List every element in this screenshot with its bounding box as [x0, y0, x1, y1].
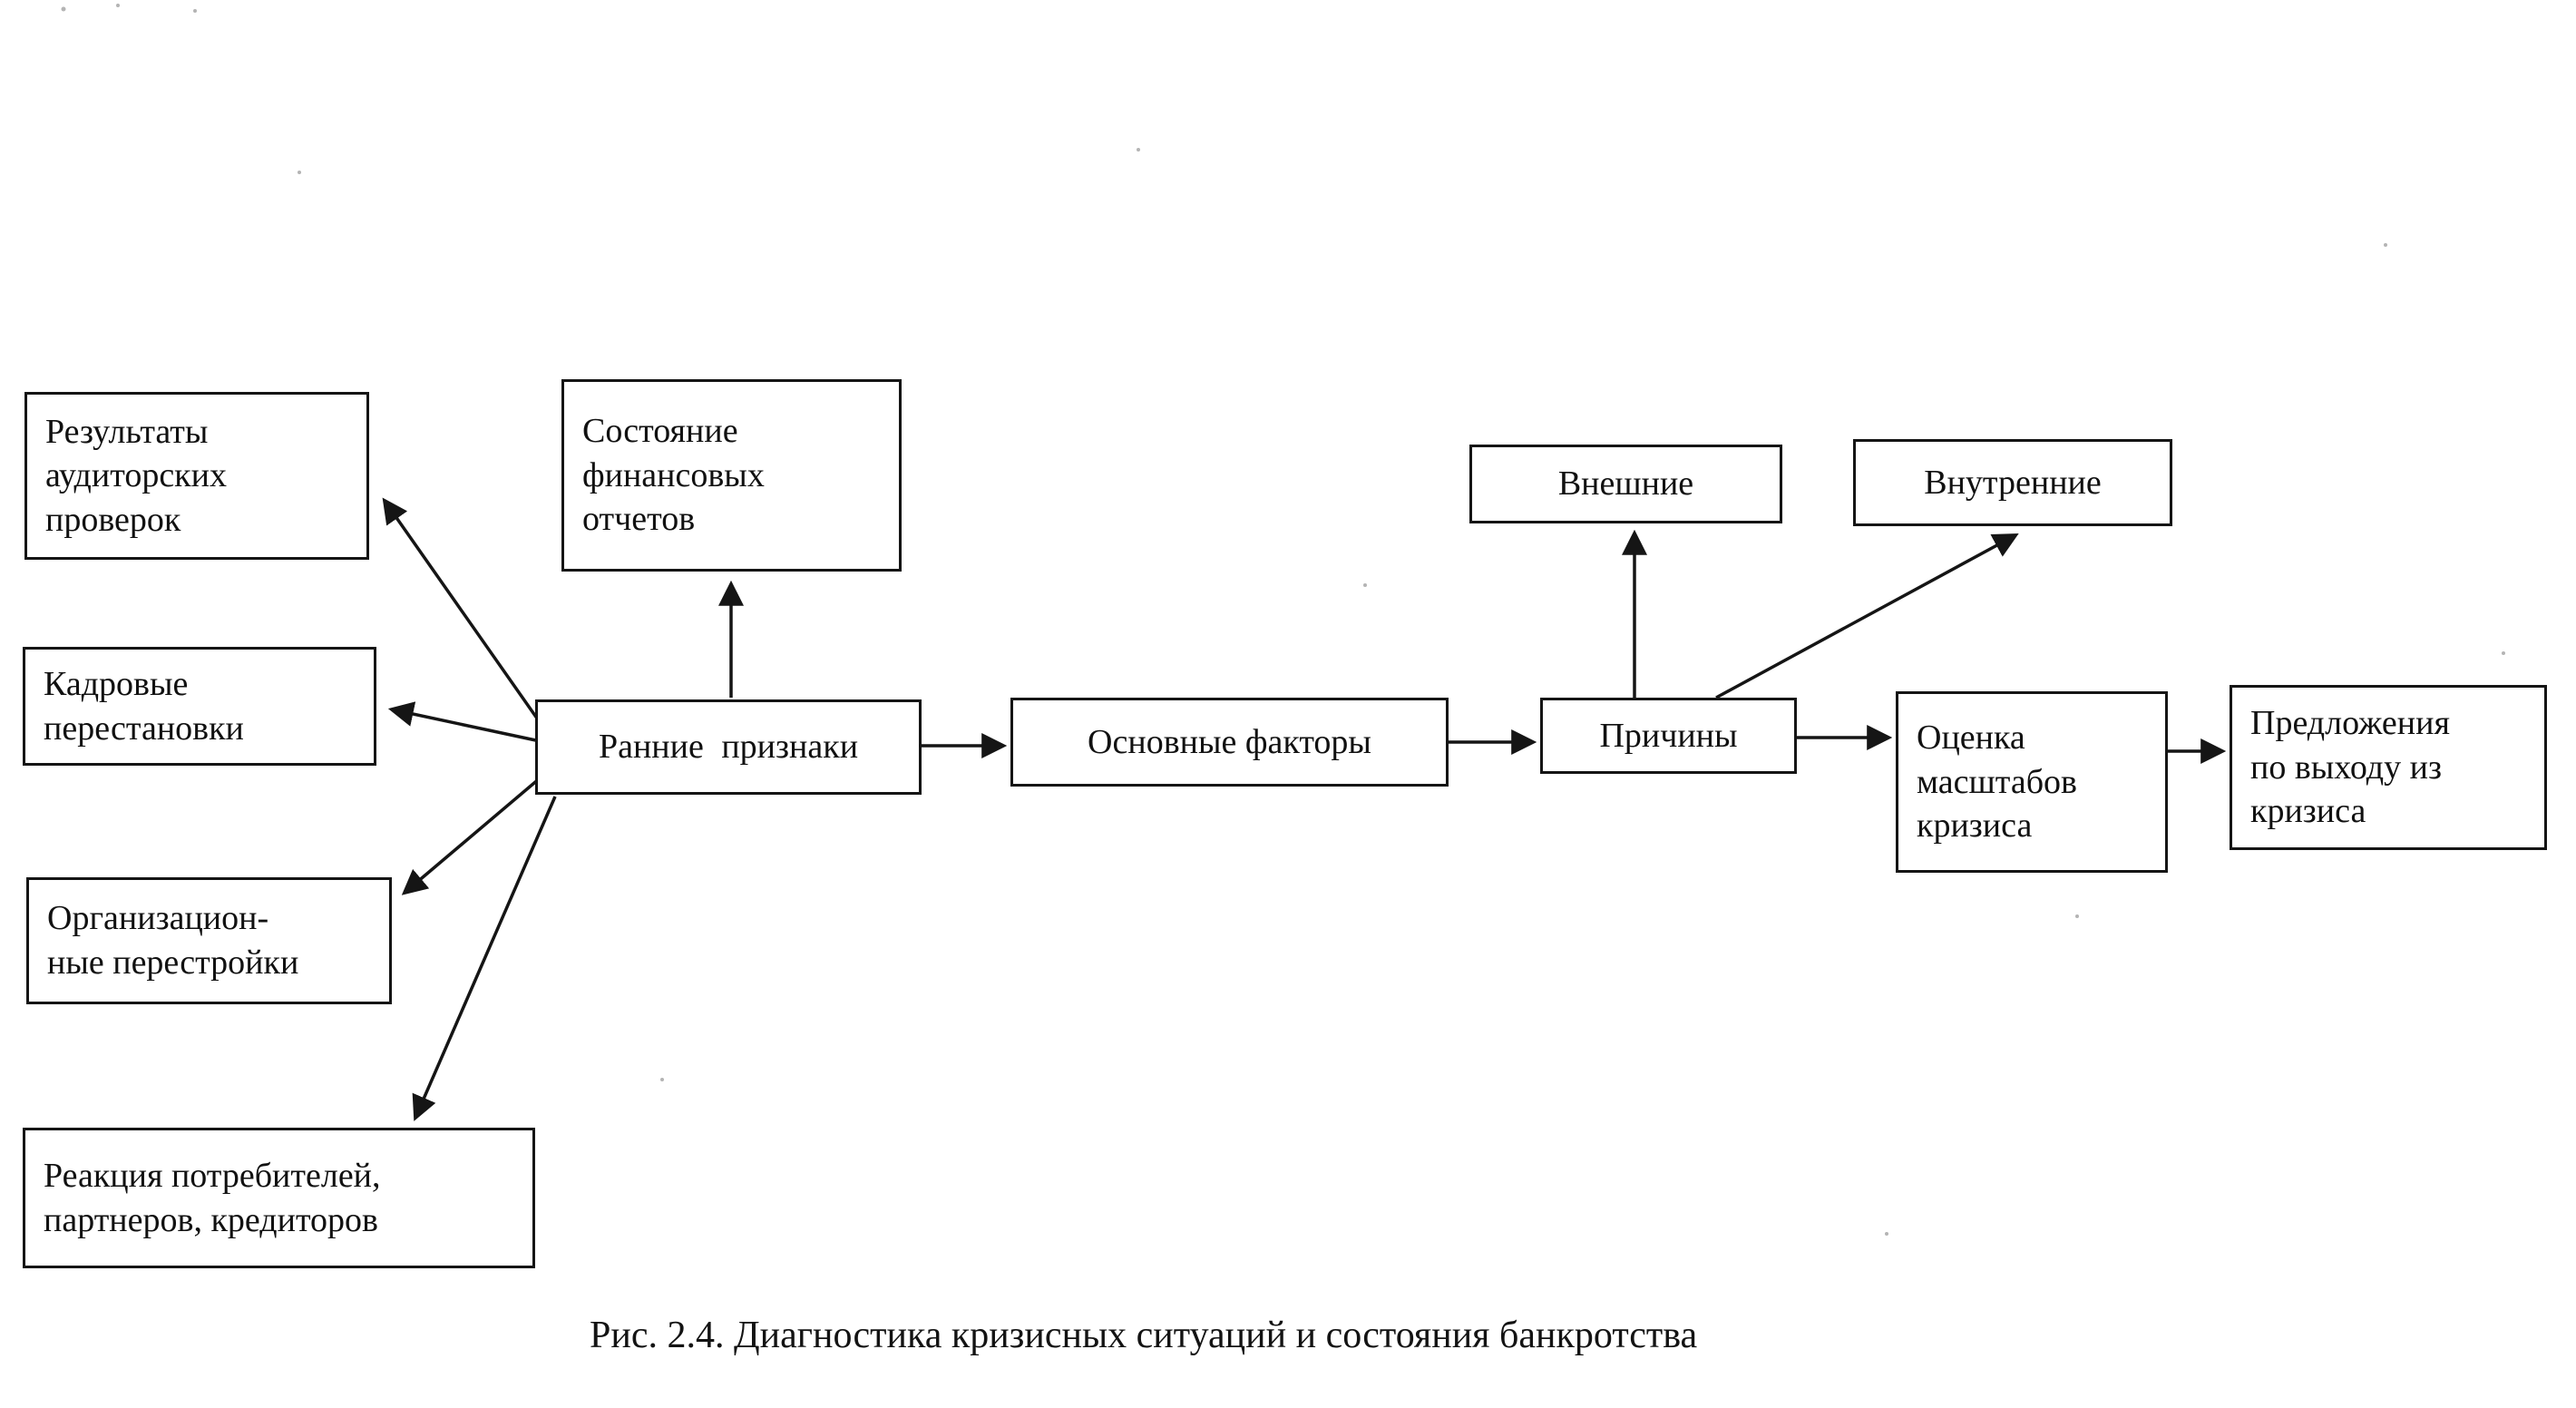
node-org-restructuring: Организацион- ные перестройки — [26, 877, 392, 1004]
arrow-early-signs-to-personnel-changes — [387, 701, 545, 744]
node-audit-results: Результаты аудиторских проверок — [24, 392, 369, 560]
node-causes: Причины — [1540, 698, 1797, 774]
figure-caption: Рис. 2.4. Диагностика кризисных ситуаций… — [590, 1315, 1698, 1356]
node-external-causes: Внешние — [1469, 445, 1782, 523]
node-crisis-exit-proposals: Предложения по выходу из кризиса — [2230, 685, 2547, 850]
scan-noise — [61, 4, 2505, 1236]
node-financial-reports: Состояние финансовых отчетов — [561, 379, 902, 572]
node-internal-causes: Внутренние — [1853, 439, 2172, 526]
arrow-early-signs-to-org-restructuring — [401, 771, 548, 895]
node-main-factors: Основные факторы — [1010, 698, 1449, 787]
node-early-signs: Ранние признаки — [535, 699, 922, 795]
arrow-early-signs-to-audit-results — [382, 497, 548, 733]
node-reaction-consumers: Реакция потребителей, партнеров, кредито… — [23, 1128, 535, 1268]
arrow-causes-to-internal — [1715, 533, 2019, 699]
arrow-early-signs-to-reaction — [412, 796, 557, 1121]
node-personnel-changes: Кадровые перестановки — [23, 647, 376, 766]
node-crisis-scale-assessment: Оценка масштабов кризиса — [1896, 691, 2168, 873]
